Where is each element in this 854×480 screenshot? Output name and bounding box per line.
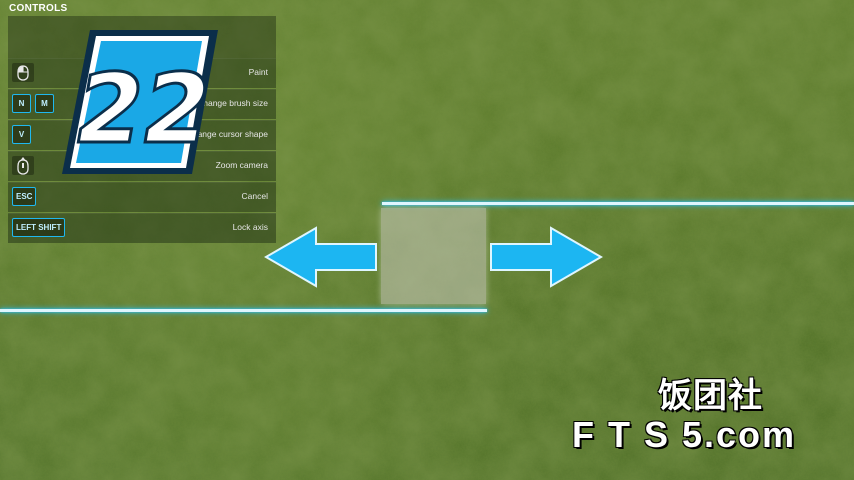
control-label-lock-axis: Lock axis — [232, 222, 268, 232]
control-row-cancel: ESC Cancel — [8, 182, 276, 212]
fs22-logo: 22 — [62, 30, 220, 174]
control-label-zoom: Zoom camera — [215, 160, 268, 170]
mouse-left-icon — [12, 63, 34, 82]
control-label-brush-size: Change brush size — [197, 98, 268, 108]
control-label-paint: Paint — [248, 67, 268, 77]
control-label-cancel: Cancel — [241, 191, 268, 201]
watermark-chinese: 饭团社 — [658, 377, 763, 415]
control-row-lock-axis: LEFT SHIFT Lock axis — [8, 213, 276, 243]
control-label-cursor-shape: Change cursor shape — [186, 129, 268, 139]
key-left-shift: LEFT SHIFT — [12, 218, 66, 237]
controls-title: CONTROLS — [9, 3, 68, 14]
key-v: V — [12, 125, 31, 144]
watermark-site: F T S 5.com — [572, 414, 797, 455]
brush-selection-area[interactable] — [381, 208, 486, 304]
arrow-right-icon — [490, 226, 603, 288]
logo-number: 22 — [67, 53, 220, 165]
key-n: N — [12, 94, 31, 113]
arrow-left-icon — [264, 226, 377, 288]
key-esc: ESC — [12, 187, 37, 206]
mouse-wheel-icon — [12, 156, 34, 175]
key-m: M — [35, 94, 54, 113]
upper-guide-line — [382, 202, 854, 205]
lower-guide-line — [0, 309, 487, 312]
